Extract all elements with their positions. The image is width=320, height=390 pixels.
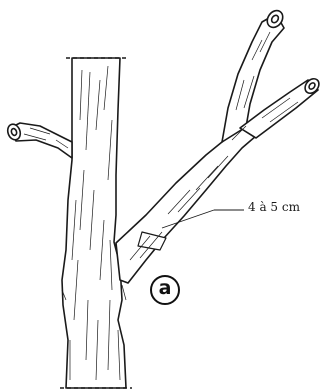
trunk bbox=[62, 58, 126, 388]
figure-marker-badge: a bbox=[150, 275, 180, 305]
measurement-label: 4 à 5 cm bbox=[248, 200, 300, 214]
figure-marker-letter: a bbox=[159, 279, 172, 298]
